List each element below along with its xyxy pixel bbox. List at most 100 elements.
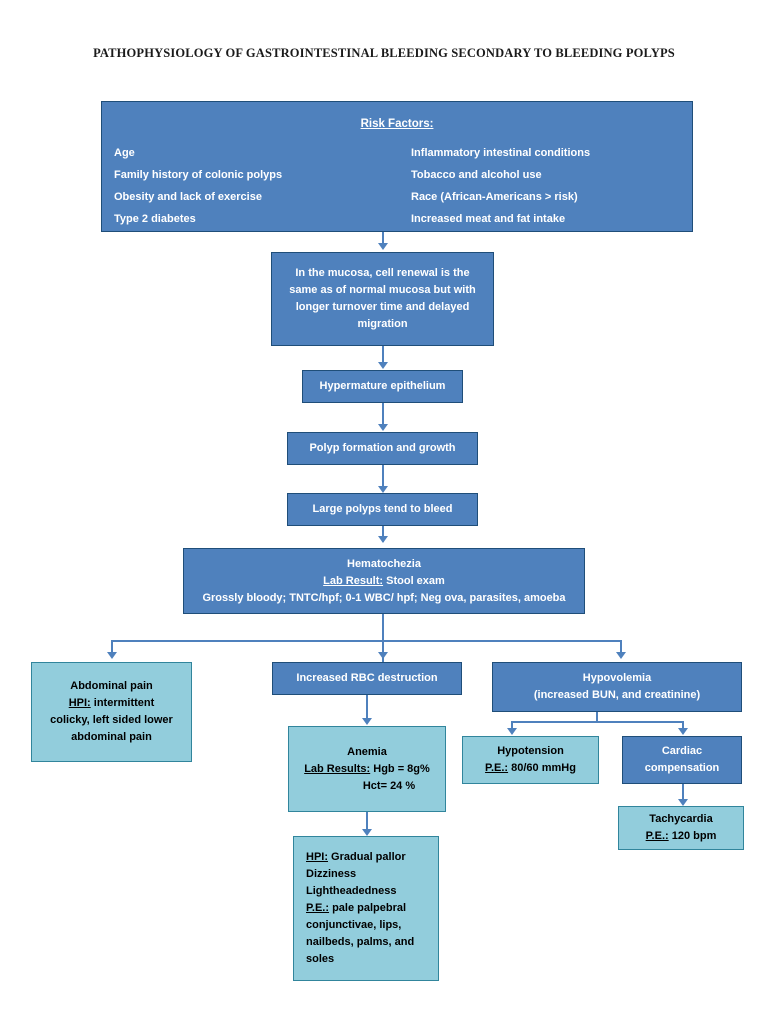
anemia-signs-line3: Lightheadedness [306, 885, 397, 897]
hematochezia-lab-result: Lab Result: Stool exam [184, 573, 584, 590]
hypotension-box: Hypotension P.E.: 80/60 mmHg [462, 736, 599, 784]
arrow-hypermature-polyp [378, 424, 388, 431]
anemia-title: Anemia [347, 745, 387, 758]
connector-anemia-signs [366, 812, 368, 832]
arrow-rbc-anemia [362, 718, 372, 725]
mucosa-line: same as of normal mucosa but with [289, 284, 476, 296]
pe-label: P.E.: [645, 830, 669, 842]
hematochezia-box: Hematochezia Lab Result: Stool exam Gros… [183, 548, 585, 614]
risk-factor-item: Tobacco and alcohol use [411, 169, 542, 181]
arrow-branch-hypotension [507, 728, 517, 735]
connector-hypovolemia-trunk [596, 712, 598, 722]
arrow-branch-hypovolemia [616, 652, 626, 659]
hpi-value: Gradual pallor [328, 851, 406, 863]
hypotension-title: Hypotension [497, 745, 564, 757]
anemia-hct: Hct= 24 % [362, 779, 416, 792]
tachycardia-title: Tachycardia [649, 813, 713, 825]
hypotension-pe: P.E.: 80/60 mmHg [463, 760, 598, 777]
arrow-polyp-largepolyps [378, 486, 388, 493]
pe-value: 80/60 mmHg [508, 762, 576, 774]
pe-label: P.E.: [306, 902, 330, 914]
connector-hypovolemia-bus [512, 721, 683, 723]
anemia-signs-pe: P.E.: pale palpebral [306, 900, 432, 917]
arrow-riskfactors-mucosa [378, 243, 388, 250]
cardiac-compensation-line2: compensation [644, 762, 720, 774]
arrow-anemia-signs [362, 829, 372, 836]
anemia-signs-line7: soles [306, 953, 335, 965]
hpi-value: intermittent [90, 697, 155, 709]
risk-factor-item: Inflammatory intestinal conditions [411, 147, 591, 159]
risk-factor-item: Type 2 diabetes [114, 213, 196, 225]
connector-hematochezia-trunk [382, 614, 384, 662]
risk-factor-item: Race (African-Americans > risk) [411, 191, 578, 203]
anemia-signs-line6: nailbeds, palms, and [306, 936, 415, 948]
lab-results-value: Hgb = 8g% [370, 762, 430, 775]
connector-largepolyps-hematochezia [382, 526, 384, 542]
abdominal-pain-box: Abdominal pain HPI: intermittent colicky… [31, 662, 192, 762]
pe-value: pale palpebral [329, 902, 407, 914]
arrow-branch-rbc [378, 652, 388, 659]
mucosa-box: In the mucosa, cell renewal is the same … [271, 252, 494, 346]
arrow-largepolyps-hematochezia [378, 536, 388, 543]
arrow-branch-abdominal [107, 652, 117, 659]
anemia-lab-results: Lab Results: Hgb = 8g% [289, 761, 445, 778]
abdominal-pain-line4: abdominal pain [71, 731, 152, 743]
abdominal-pain-hpi: HPI: intermittent [32, 695, 191, 712]
risk-factor-item: Family history of colonic polyps [114, 169, 283, 181]
rbc-destruction-box: Increased RBC destruction [272, 662, 462, 695]
large-polyps-box: Large polyps tend to bleed [287, 493, 478, 526]
anemia-signs-box: HPI: Gradual pallor Dizziness Lightheade… [293, 836, 439, 981]
connector-riskfactors-mucosa [382, 232, 384, 248]
pe-value: 120 bpm [668, 830, 717, 842]
arrow-branch-cardiac [678, 728, 688, 735]
risk-factor-item: Obesity and lack of exercise [114, 191, 262, 203]
lab-result-label: Lab Result: [323, 574, 384, 587]
hpi-label: HPI: [68, 697, 91, 709]
risk-factor-item: Increased meat and fat intake [411, 213, 566, 225]
lab-results-label: Lab Results: [304, 762, 371, 775]
hypovolemia-title: Hypovolemia [582, 672, 652, 684]
abdominal-pain-title: Abdominal pain [70, 680, 153, 692]
polyp-formation-box: Polyp formation and growth [287, 432, 478, 465]
arrow-cardiac-tachycardia [678, 799, 688, 806]
anemia-box: Anemia Lab Results: Hgb = 8g% Hct= 24 % [288, 726, 446, 812]
connector-hematochezia-bus [112, 640, 622, 642]
anemia-signs-line2: Dizziness [306, 868, 357, 880]
pe-label: P.E.: [485, 762, 509, 774]
abdominal-pain-line3: colicky, left sided lower [50, 714, 173, 726]
large-polyps-label: Large polyps tend to bleed [312, 503, 453, 515]
connector-mucosa-hypermature [382, 346, 384, 365]
risk-factors-left-column: Age Family history of colonic polyps Obe… [102, 142, 395, 230]
hematochezia-title: Hematochezia [347, 557, 421, 570]
connector-branch-abdominal [111, 640, 113, 654]
rbc-destruction-label: Increased RBC destruction [296, 672, 438, 684]
connector-branch-hypovolemia [620, 640, 622, 654]
risk-factors-box: Risk Factors: Age Family history of colo… [101, 101, 693, 232]
hematochezia-findings: Grossly bloody; TNTC/hpf; 0-1 WBC/ hpf; … [202, 591, 566, 604]
mucosa-line: In the mucosa, cell renewal is the [295, 267, 470, 279]
hypovolemia-detail: (increased BUN, and creatinine) [533, 689, 701, 701]
connector-cardiac-tachycardia [682, 784, 684, 802]
risk-factor-item: Age [114, 147, 135, 159]
cardiac-compensation-line1: Cardiac [661, 745, 703, 757]
polyp-formation-label: Polyp formation and growth [309, 442, 456, 454]
anemia-signs-hpi: HPI: Gradual pallor [306, 849, 432, 866]
hypermature-epithelium-box: Hypermature epithelium [302, 370, 463, 403]
hypovolemia-box: Hypovolemia (increased BUN, and creatini… [492, 662, 742, 712]
hpi-label: HPI: [306, 851, 328, 863]
anemia-signs-line5: conjunctivae, lips, [306, 919, 402, 931]
tachycardia-pe: P.E.: 120 bpm [619, 828, 743, 845]
page-title: PATHOPHYSIOLOGY OF GASTROINTESTINAL BLEE… [93, 46, 675, 60]
lab-result-value: Stool exam [383, 574, 445, 587]
connector-hypermature-polyp [382, 403, 384, 427]
hypermature-label: Hypermature epithelium [319, 380, 446, 392]
connector-polyp-largepolyps [382, 465, 384, 489]
arrow-mucosa-hypermature [378, 362, 388, 369]
risk-factors-heading: Risk Factors: [360, 118, 434, 130]
mucosa-line: migration [357, 318, 408, 330]
risk-factors-columns: Age Family history of colonic polyps Obe… [102, 142, 692, 230]
tachycardia-box: Tachycardia P.E.: 120 bpm [618, 806, 744, 850]
mucosa-line: longer turnover time and delayed [295, 301, 470, 313]
risk-factors-right-column: Inflammatory intestinal conditions Tobac… [395, 142, 692, 230]
